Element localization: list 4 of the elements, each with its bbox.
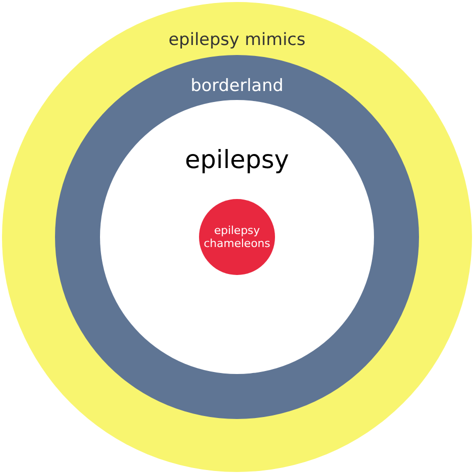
region-label: borderland: [190, 76, 284, 96]
region-label: epilepsy mimics: [168, 30, 306, 50]
region-label: epilepsy chameleons: [202, 224, 272, 250]
region-label: epilepsy: [184, 145, 290, 175]
